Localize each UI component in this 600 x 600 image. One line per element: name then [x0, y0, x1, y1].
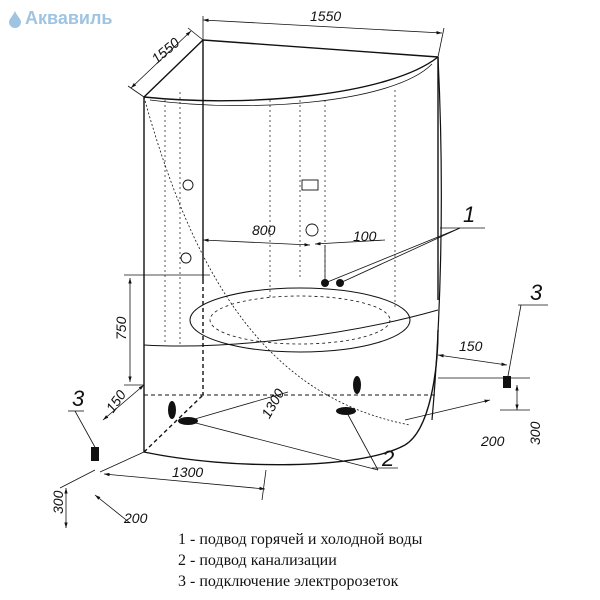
callout-2: 2 [381, 446, 394, 471]
dim-base-1300-front: 1300 [172, 464, 203, 480]
dim-inner-span: 800 [252, 222, 276, 238]
dim-height-300-left: 300 [50, 490, 66, 514]
socket-left [91, 447, 99, 461]
droplet-icon [9, 10, 21, 28]
dim-base-1300-left: 1300 [258, 386, 288, 421]
dim-height-300-right: 300 [527, 421, 543, 445]
legend-item-2: 2 - подвод канализации [178, 552, 337, 569]
dim-side-150-left: 150 [103, 387, 130, 415]
dimension-lines [59, 16, 548, 528]
legend-item-1: 1 - подвод горячей и холодной воды [178, 531, 423, 548]
dim-inner-offset: 100 [353, 228, 377, 244]
brand-name: Аквавиль [25, 8, 113, 28]
legend: 1 - подвод горячей и холодной воды 2 - п… [178, 529, 422, 592]
dim-side-150-right: 150 [459, 338, 483, 354]
dim-offset-200-right: 200 [480, 433, 505, 449]
dim-height: 750 [113, 316, 129, 340]
callout-3-left: 3 [72, 386, 85, 411]
callout-3-right: 3 [530, 280, 543, 305]
legend-item-3: 3 - подключение электророзеток [178, 573, 399, 590]
dim-offset-200-left: 200 [123, 510, 148, 526]
socket-right [503, 376, 511, 388]
dim-top-width: 1550 [310, 8, 341, 24]
dimension-labels: 1550 1550 800 100 750 150 1300 1300 300 … [50, 8, 543, 526]
cabin-outline [143, 39, 442, 466]
callout-1: 1 [463, 202, 475, 227]
callout-numbers: 1 2 3 3 [72, 202, 543, 471]
brand-logo: Аквавиль [8, 8, 112, 29]
dim-top-depth: 1550 [148, 34, 182, 66]
